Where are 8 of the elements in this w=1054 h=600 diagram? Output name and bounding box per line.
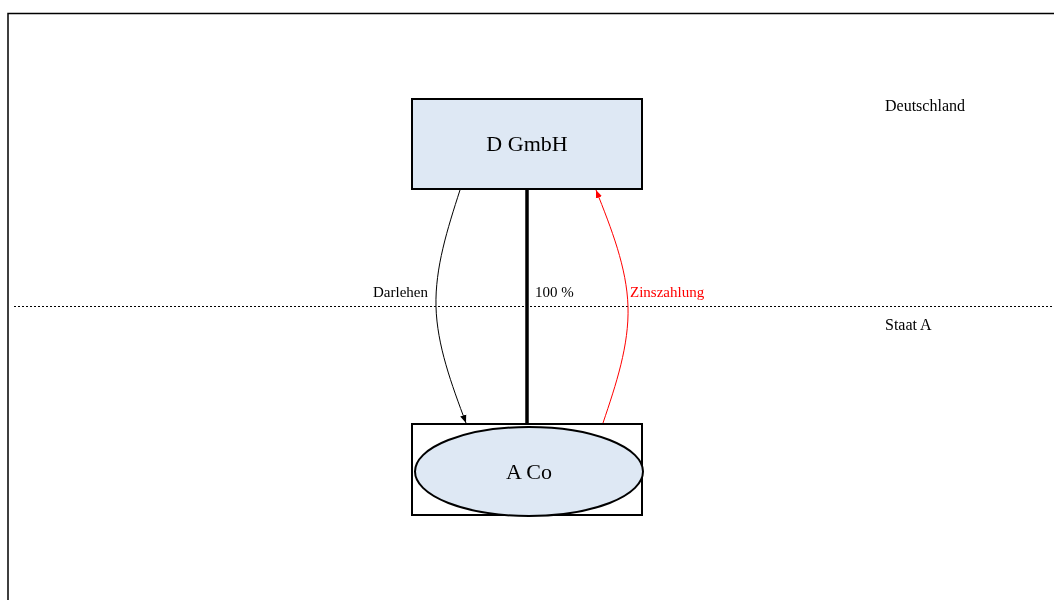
connector-line [525, 190, 529, 424]
arrow [435, 189, 467, 424]
entity-name: D GmbH [485, 131, 569, 157]
arrow [595, 189, 629, 424]
region-label: Deutschland [885, 97, 965, 115]
entity-box [411, 98, 643, 190]
entity-name: A Co [505, 458, 553, 485]
region-label: Staat A [885, 316, 932, 334]
